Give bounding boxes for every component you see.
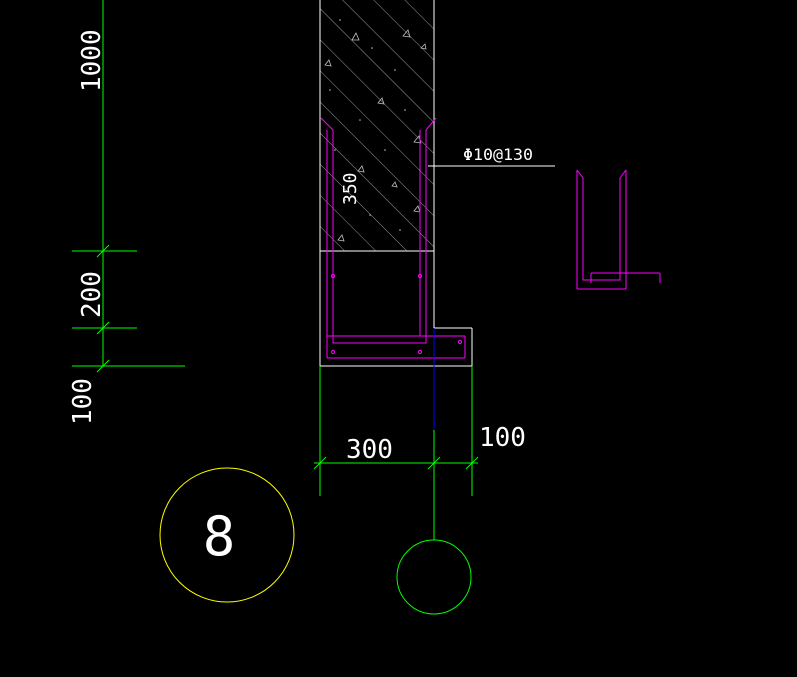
dim-horizontal-300: 300 <box>346 435 393 465</box>
rebar-detail <box>576 169 661 290</box>
section-label-circle <box>159 467 295 603</box>
dim-vertical-1000: 1000 <box>77 29 107 92</box>
vertical-dimension-chain <box>72 0 185 373</box>
axis-circle <box>396 539 472 615</box>
section-rebar <box>320 117 466 359</box>
wall-height-text: 350 <box>340 172 361 205</box>
concrete-outline <box>319 0 473 367</box>
aggregate-dots <box>329 19 421 231</box>
dim-vertical-100: 100 <box>68 378 98 425</box>
horizontal-dimension-chain <box>313 366 479 540</box>
rebar-callout-text: Φ10@130 <box>463 145 533 164</box>
concrete-wall-hatched <box>320 0 434 251</box>
dim-vertical-200: 200 <box>77 271 107 318</box>
section-label-text: 8 <box>203 505 236 568</box>
dim-horizontal-100: 100 <box>479 423 526 453</box>
